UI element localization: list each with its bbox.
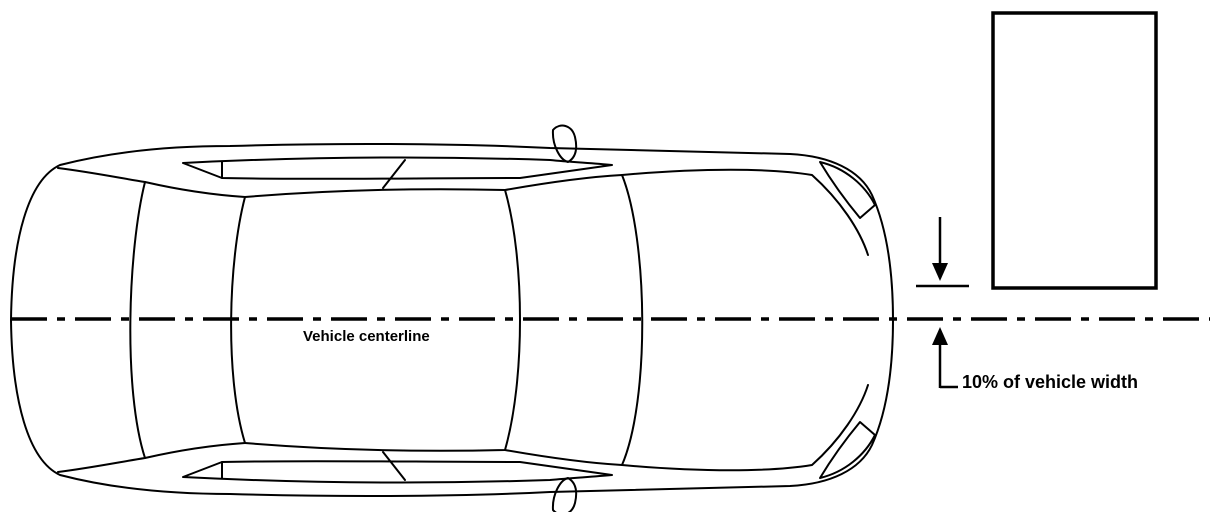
bottom-mirror xyxy=(551,477,578,512)
windshield xyxy=(504,174,644,466)
headlight-bottom xyxy=(819,421,876,479)
car-body-outline xyxy=(10,142,894,498)
obstacle-rectangle xyxy=(991,11,1158,290)
hood-line-bottom xyxy=(621,384,869,472)
centerline-label: Vehicle centerline xyxy=(303,328,430,345)
car-top-view-icon xyxy=(10,124,894,512)
hood-line-top xyxy=(621,168,869,256)
bottom-window-divider xyxy=(221,451,406,481)
rear-window xyxy=(57,167,146,473)
arrow-down-icon xyxy=(932,217,948,281)
offset-label: 10% of vehicle width xyxy=(962,372,1139,392)
offset-marker xyxy=(916,217,969,389)
arrow-up-icon xyxy=(932,327,958,389)
bottom-side-window xyxy=(182,460,613,484)
top-side-window xyxy=(182,156,613,180)
top-mirror xyxy=(551,124,578,163)
roof-outline xyxy=(244,188,521,452)
headlight-top xyxy=(819,161,876,219)
top-window-divider xyxy=(221,159,406,189)
